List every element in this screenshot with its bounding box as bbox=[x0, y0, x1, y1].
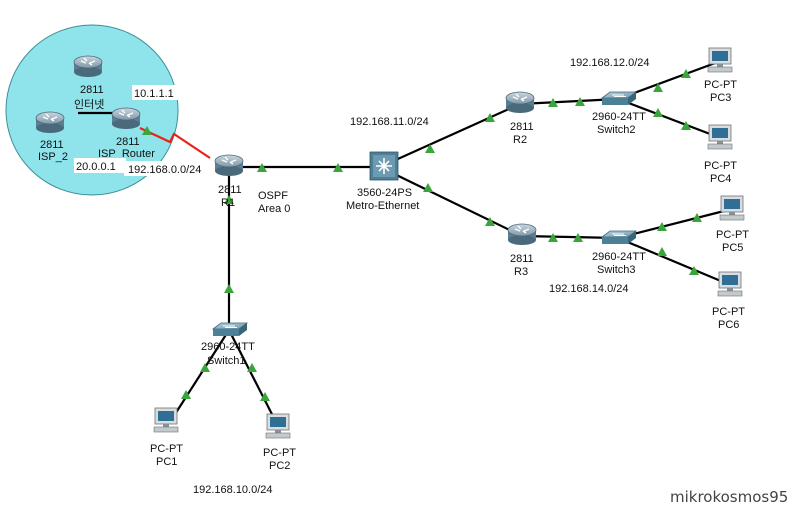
switch2[interactable]: 2960-24TT Switch2 bbox=[592, 91, 646, 136]
device-model: PC-PT bbox=[704, 79, 737, 91]
pc3[interactable]: PC-PT PC3 bbox=[704, 47, 737, 104]
pc-icon bbox=[717, 271, 743, 297]
pc-icon bbox=[707, 47, 733, 73]
device-name: R1 bbox=[221, 197, 235, 209]
device-name: ISP_Router bbox=[98, 148, 155, 160]
device-model: PC-PT bbox=[150, 443, 183, 455]
router-icon bbox=[111, 107, 141, 130]
device-model: 2811 bbox=[116, 136, 140, 148]
device-name: Switch2 bbox=[597, 124, 636, 136]
device-model: PC-PT bbox=[716, 229, 749, 241]
link-switch3-pc5 bbox=[617, 208, 729, 240]
internet-cloud bbox=[5, 24, 179, 196]
link-switch3-pc6 bbox=[617, 236, 729, 286]
watermark: mikrokosmos95 bbox=[670, 488, 788, 506]
router-icon bbox=[214, 154, 244, 177]
pc2[interactable]: PC-PT PC2 bbox=[263, 413, 296, 472]
link-metro-r2 bbox=[379, 102, 521, 169]
device-name: ISP_2 bbox=[38, 151, 68, 163]
device-name: Metro-Ethernet bbox=[346, 200, 419, 212]
device-name: Switch1 bbox=[207, 355, 246, 367]
port-indicator bbox=[485, 113, 495, 122]
link-switch1-pc2 bbox=[228, 329, 279, 427]
subnet-label-r2-lan: 192.168.12.0/24 bbox=[570, 57, 650, 69]
device-model: PC-PT bbox=[704, 160, 737, 172]
ospf-area-label: Area 0 bbox=[258, 203, 290, 215]
device-model: PC-PT bbox=[263, 447, 296, 459]
subnet-box-wan bbox=[124, 161, 206, 176]
router-r1[interactable]: 2811 R1 bbox=[214, 154, 244, 209]
pc-icon bbox=[265, 413, 291, 439]
subnet-label-wan: 192.168.0.0/24 bbox=[128, 164, 201, 176]
pc6[interactable]: PC-PT PC6 bbox=[712, 271, 745, 331]
device-model: 2811 bbox=[510, 121, 534, 133]
addr-20-0-0-1: 20.0.0.1 bbox=[76, 161, 116, 173]
pc-icon bbox=[153, 407, 179, 433]
device-name: PC5 bbox=[722, 242, 743, 254]
device-model: 2960-24TT bbox=[592, 111, 646, 123]
isp-router[interactable]: 2811 ISP_Router bbox=[98, 107, 155, 160]
subnet-label-r1-lan: 192.168.10.0/24 bbox=[193, 484, 273, 496]
router-r3[interactable]: 2811 R3 bbox=[507, 223, 537, 278]
multilayer-switch-icon bbox=[369, 151, 399, 181]
addr-box-20 bbox=[74, 158, 126, 173]
port-indicator bbox=[657, 247, 667, 256]
metro-ethernet-switch[interactable]: 3560-24PS Metro-Ethernet bbox=[346, 151, 419, 212]
device-model: 2811 bbox=[40, 139, 64, 151]
pc-icon bbox=[719, 195, 745, 221]
device-name: Switch3 bbox=[597, 264, 636, 276]
pc-icon bbox=[707, 124, 733, 150]
device-model: 2811 bbox=[218, 184, 242, 196]
device-name: R2 bbox=[513, 134, 527, 146]
port-indicator bbox=[224, 284, 234, 293]
serial-link-isp-r1 bbox=[139, 127, 211, 159]
device-name: PC3 bbox=[710, 92, 731, 104]
link-r2-switch2 bbox=[519, 97, 619, 106]
device-model: 2960-24TT bbox=[592, 251, 646, 263]
switch-icon bbox=[601, 230, 637, 245]
switch1[interactable]: 2960-24TT Switch1 bbox=[201, 322, 255, 367]
subnet-label-r2-link: 192.168.11.0/24 bbox=[350, 116, 429, 128]
device-name: PC2 bbox=[269, 460, 290, 472]
links bbox=[78, 60, 729, 427]
device-model: 2811 bbox=[80, 84, 104, 96]
isp2-router[interactable]: 2811 ISP_2 bbox=[35, 111, 68, 163]
device-name: R3 bbox=[514, 266, 528, 278]
addr-box-10 bbox=[132, 85, 178, 100]
link-switch1-pc1 bbox=[169, 329, 230, 423]
link-metro-r3 bbox=[379, 166, 523, 237]
device-name: PC6 bbox=[718, 319, 739, 331]
pc5[interactable]: PC-PT PC5 bbox=[716, 195, 749, 254]
switch-icon bbox=[212, 322, 248, 337]
device-model: 3560-24PS bbox=[357, 187, 412, 199]
device-model: PC-PT bbox=[712, 306, 745, 318]
device-model: 2811 bbox=[510, 253, 534, 265]
device-name: PC4 bbox=[710, 173, 731, 185]
pc1[interactable]: PC-PT PC1 bbox=[150, 407, 183, 468]
internet-router-top[interactable]: 2811 bbox=[73, 55, 104, 96]
device-model: 2960-24TT bbox=[201, 341, 255, 353]
router-r2[interactable]: 2811 R2 bbox=[505, 91, 535, 146]
subnet-label-r3-lan: 192.168.14.0/24 bbox=[549, 283, 629, 295]
device-name: PC1 bbox=[156, 456, 177, 468]
ospf-label: OSPF bbox=[258, 190, 288, 202]
pc4[interactable]: PC-PT PC4 bbox=[704, 124, 737, 185]
router-icon bbox=[73, 55, 103, 78]
internet-label: 인터넷 bbox=[74, 98, 104, 111]
switch3[interactable]: 2960-24TT Switch3 bbox=[592, 230, 646, 276]
addr-10-1-1-1: 10.1.1.1 bbox=[134, 88, 174, 100]
link-switch2-pc4 bbox=[617, 97, 719, 139]
router-icon bbox=[35, 111, 65, 134]
router-icon bbox=[507, 223, 537, 246]
router-icon bbox=[505, 91, 535, 114]
